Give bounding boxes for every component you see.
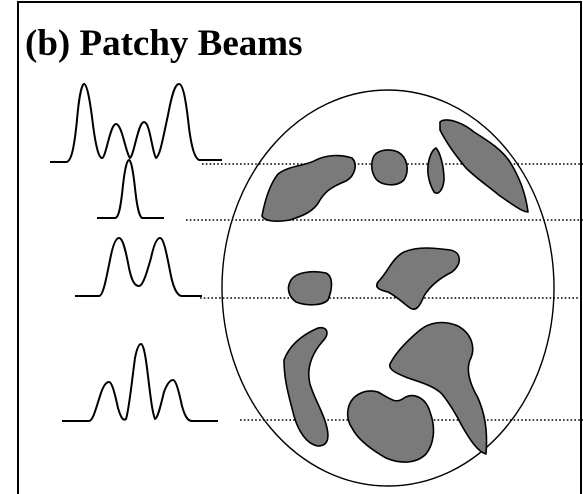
pulse-profile-two-peaks [75,238,202,296]
emission-patches [262,120,528,462]
pulse-profiles [50,84,222,421]
pulse-profile-four-peaks [50,84,222,162]
patch-5 [288,272,331,305]
patch-4 [440,120,528,212]
panel-title: (b) Patchy Beams [25,23,302,64]
pulse-profile-three-peaks [62,344,218,421]
pulse-profile-one-peak [97,160,164,218]
patch-7 [284,328,328,446]
patch-8 [348,391,434,462]
patch-2 [372,150,407,185]
patch-1 [262,156,355,222]
patch-6 [377,248,460,309]
patch-3 [428,148,444,193]
